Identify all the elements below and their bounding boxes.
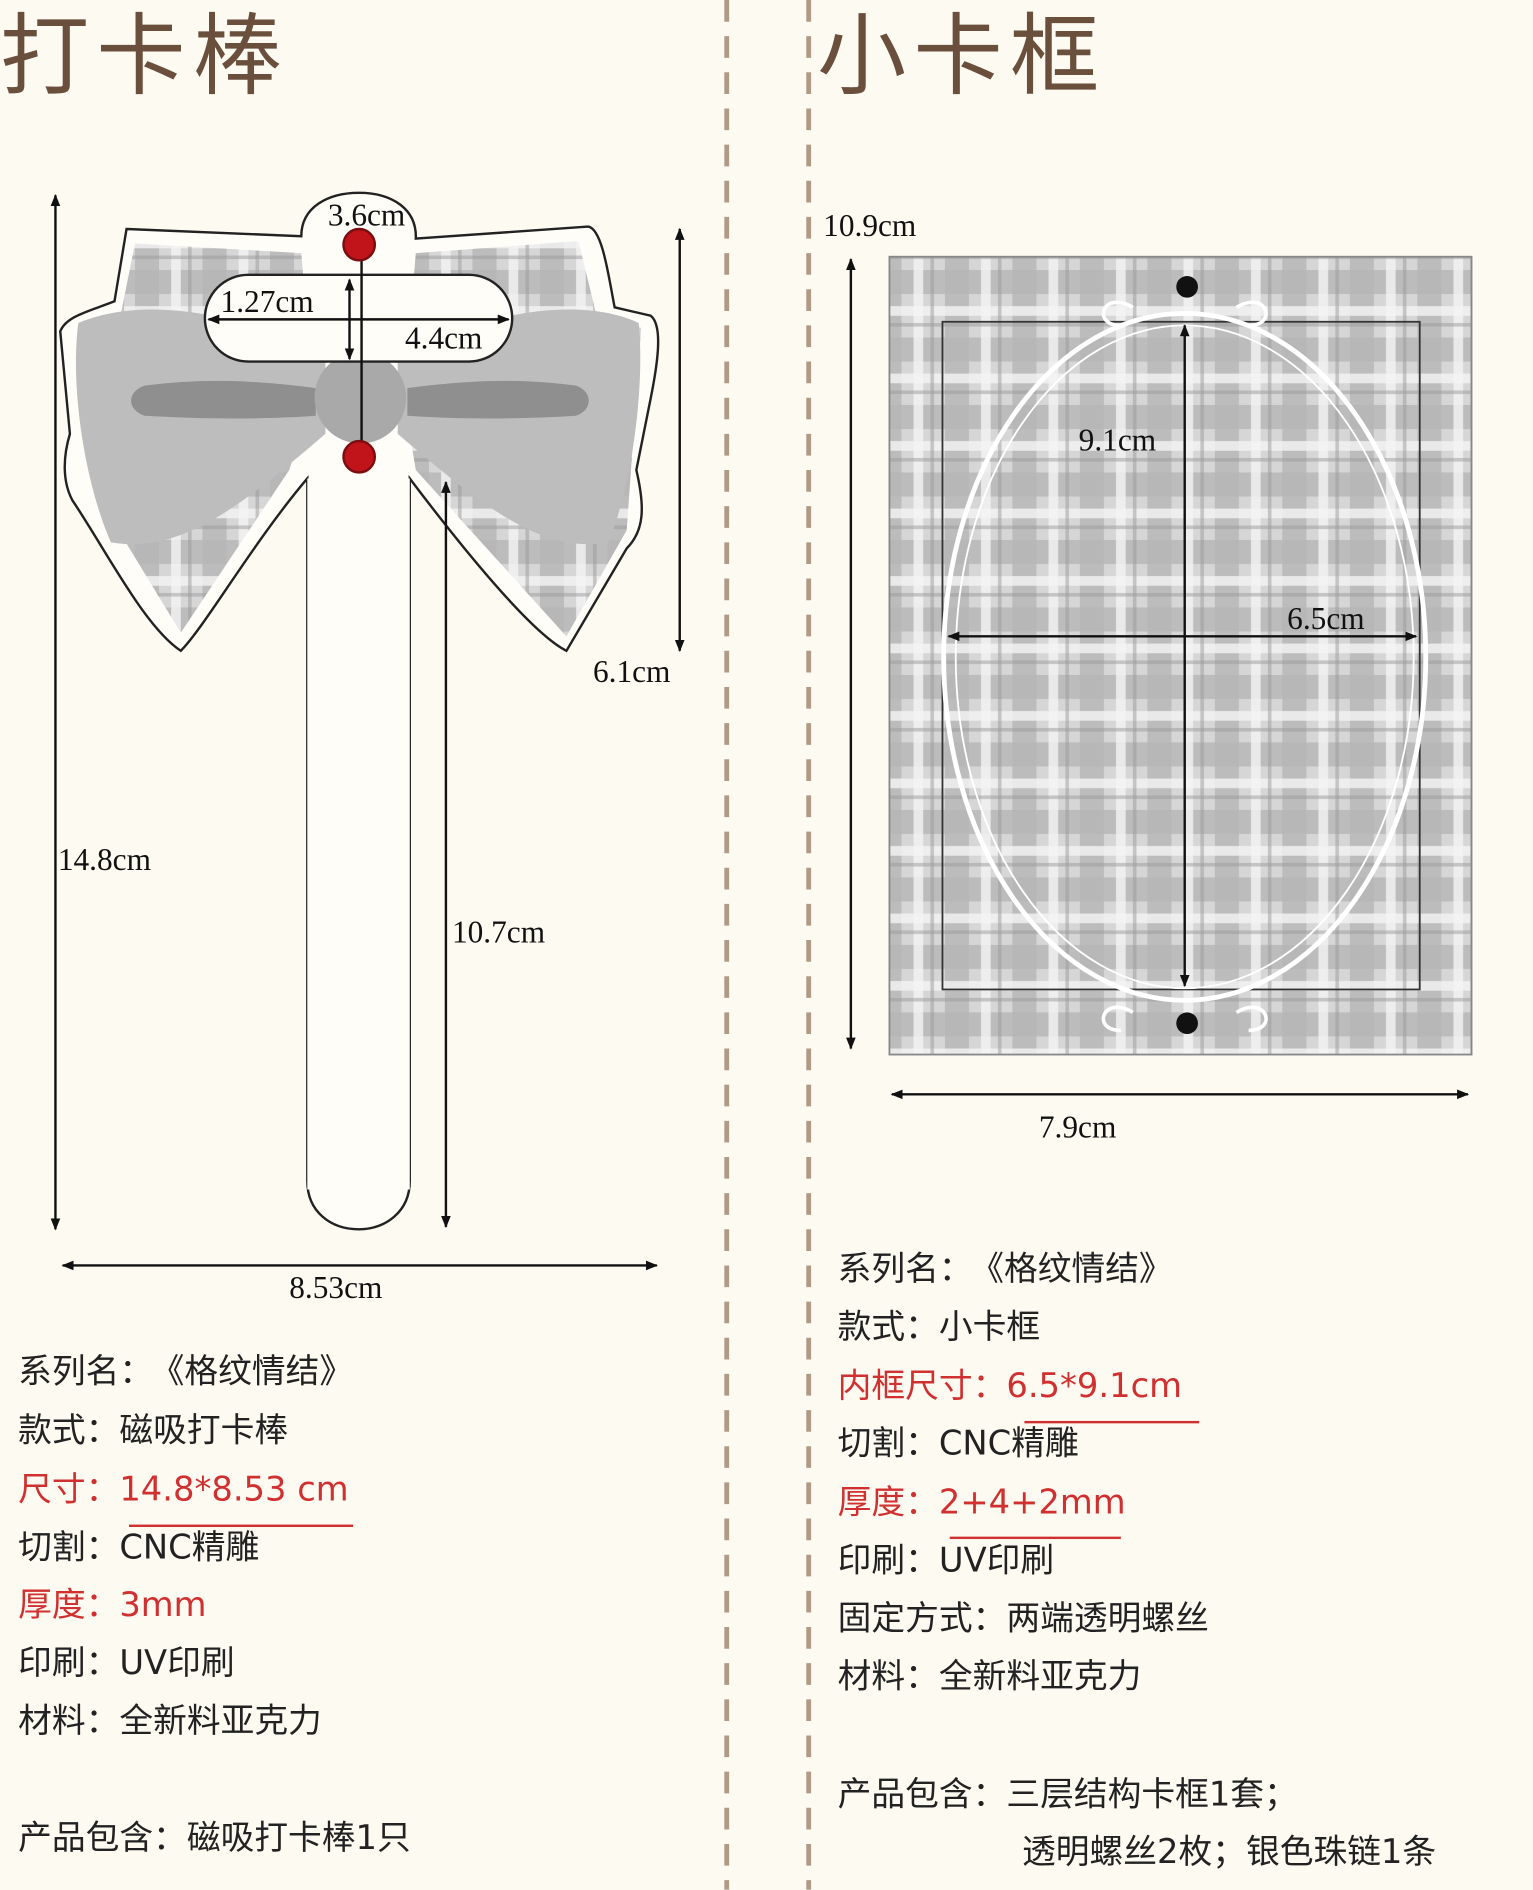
spec-row: 印刷：UV印刷 (18, 1642, 235, 1683)
spec-row: 系列名：《格纹情结》 (18, 1351, 354, 1391)
dim-frame-height: 10.9cm (823, 208, 917, 244)
spec-row: 切割：CNC精雕 (837, 1423, 1079, 1464)
spec-row-thickness: 厚度：2+4+2mm (837, 1482, 1126, 1523)
card-frame-drawing (888, 255, 1473, 1056)
package-row-line2: 透明螺丝2枚；银色珠链1条 (1022, 1831, 1437, 1872)
screw-hole-top (1176, 275, 1198, 298)
dim-slot-width: 4.4cm (404, 320, 483, 356)
spec-row: 切割：CNC精雕 (18, 1526, 260, 1567)
size-underline (128, 1524, 354, 1527)
right-title: 小卡框 (817, 4, 1107, 109)
spec-row-inner-size: 内框尺寸：6.5*9.1cm (837, 1365, 1182, 1406)
left-dimension-lines (50, 194, 685, 1271)
dim-frame-width: 7.9cm (1038, 1109, 1117, 1145)
dim-stick-length: 10.7cm (451, 914, 546, 950)
dim-top-tab: 3.6cm (327, 197, 406, 233)
bow-wand-drawing (59, 191, 660, 1231)
magnet-dot-top (342, 227, 377, 262)
magnet-dot-bottom (342, 439, 377, 474)
spec-row: 材料：全新料亚克力 (837, 1655, 1142, 1696)
spec-row: 款式：小卡框 (837, 1306, 1041, 1347)
left-title: 打卡棒 (0, 4, 290, 109)
spec-row: 印刷：UV印刷 (837, 1540, 1055, 1581)
dim-inner-height: 9.1cm (1078, 423, 1157, 458)
dim-total-height: 14.8cm (57, 842, 151, 878)
bow-wing-left (75, 309, 326, 545)
spec-row: 款式：磁吸打卡棒 (18, 1410, 289, 1450)
screw-hole-bottom (1176, 1012, 1198, 1035)
dim-total-width: 8.53cm (289, 1270, 383, 1306)
dim-slot-height: 1.27cm (220, 284, 314, 320)
dim-inner-width: 6.5cm (1287, 601, 1365, 637)
bow-wing-right (397, 309, 641, 545)
inner-size-underline (1024, 1420, 1200, 1424)
spec-row: 材料：全新料亚克力 (18, 1700, 322, 1741)
package-row: 产品包含：三层结构卡框1套； (837, 1774, 1298, 1814)
package-row: 产品包含：磁吸打卡棒1只 (18, 1817, 411, 1858)
spec-row-thickness: 厚度：3mm (18, 1584, 207, 1625)
dim-bow-height: 6.1cm (592, 654, 671, 690)
spec-row: 固定方式：两端透明螺丝 (837, 1598, 1209, 1638)
spec-row: 系列名：《格纹情结》 (837, 1248, 1173, 1289)
right-dimension-lines (846, 257, 1470, 1100)
thickness-underline (949, 1536, 1121, 1540)
spec-row-size: 尺寸：14.8*8.53 cm (18, 1469, 349, 1509)
